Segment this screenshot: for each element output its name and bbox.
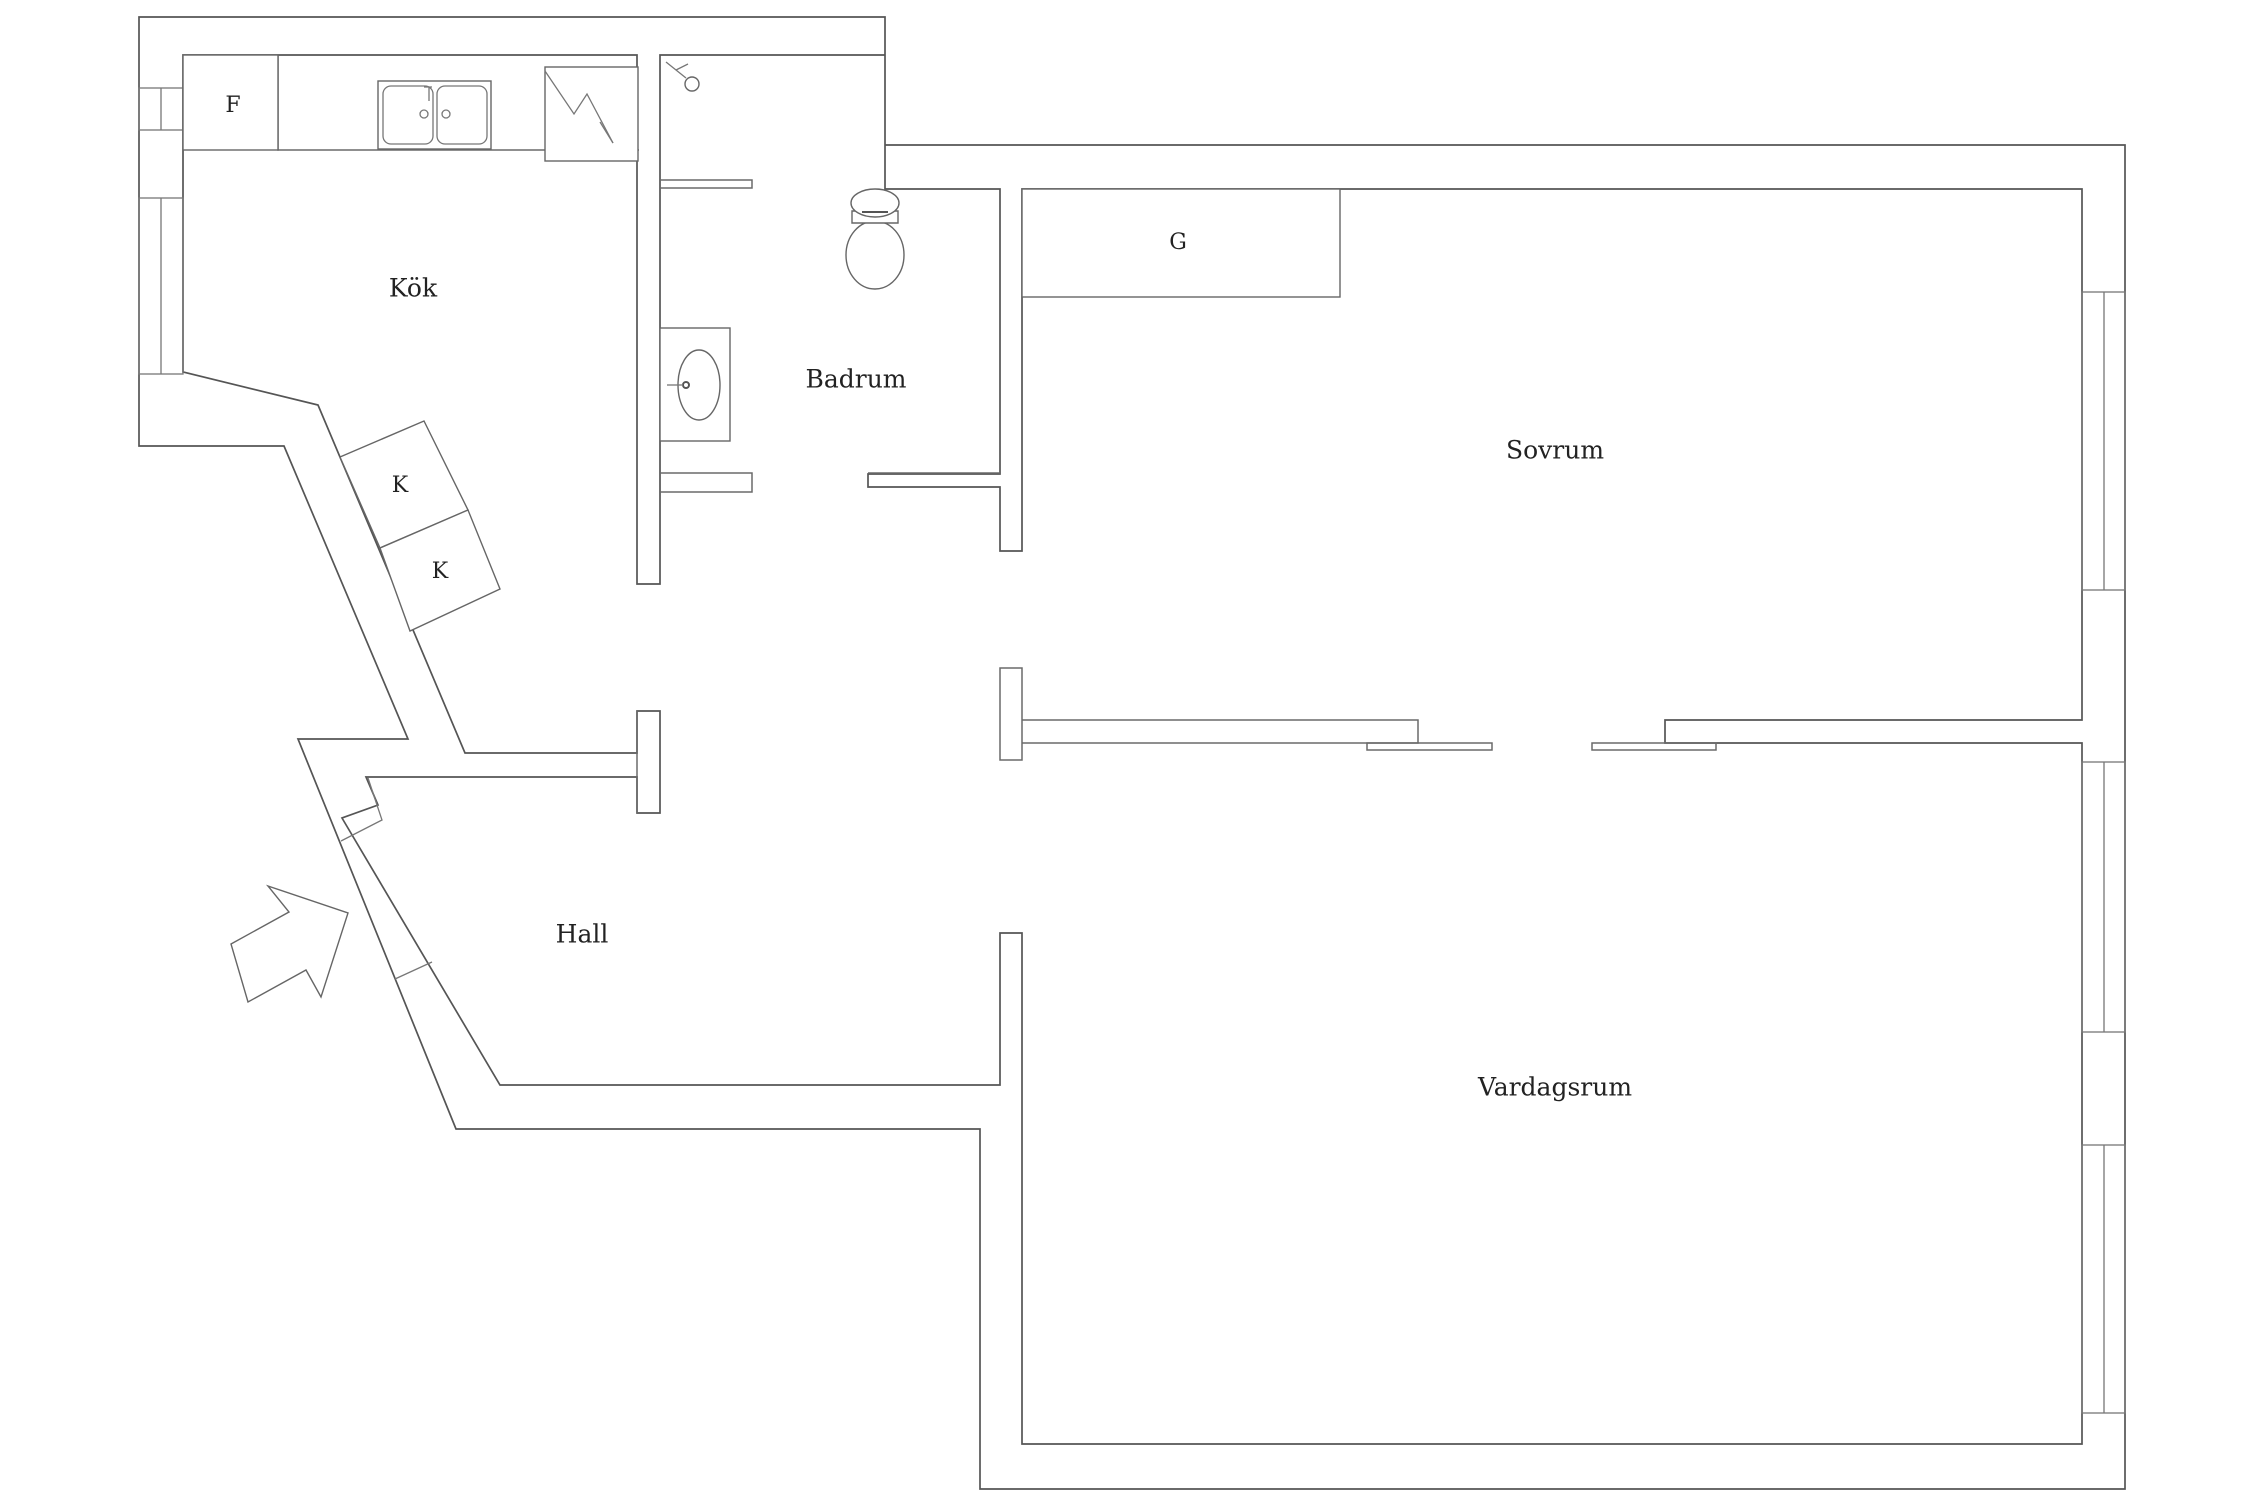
toilet-icon xyxy=(845,188,905,290)
entrance-arrow-icon xyxy=(230,884,349,1004)
fridge-label: F xyxy=(225,93,240,118)
stove-icon xyxy=(544,66,639,162)
room-label-living-room: Vardagsrum xyxy=(1477,1073,1632,1102)
hall-closets: K K xyxy=(339,420,501,632)
outer-wall xyxy=(138,16,2126,1490)
wardrobe-label: G xyxy=(1169,230,1187,255)
wardrobe xyxy=(1021,188,1341,298)
entrance-wall-details xyxy=(340,777,433,980)
fridge xyxy=(182,54,279,151)
room-label-bathroom: Badrum xyxy=(805,365,906,394)
room-label-bedroom: Sovrum xyxy=(1506,436,1604,465)
kitchen-counter: F xyxy=(182,54,639,162)
washbasin-icon xyxy=(659,327,731,442)
closet-2-label: K xyxy=(432,559,449,584)
windows xyxy=(138,87,2126,1414)
shower-head-icon xyxy=(665,61,700,92)
bathroom-walls xyxy=(636,179,1717,813)
kitchen-sink-icon xyxy=(377,80,492,150)
room-label-kitchen: Kök xyxy=(389,274,438,303)
room-label-hall: Hall xyxy=(556,920,609,949)
closet-1-label: K xyxy=(392,473,409,498)
